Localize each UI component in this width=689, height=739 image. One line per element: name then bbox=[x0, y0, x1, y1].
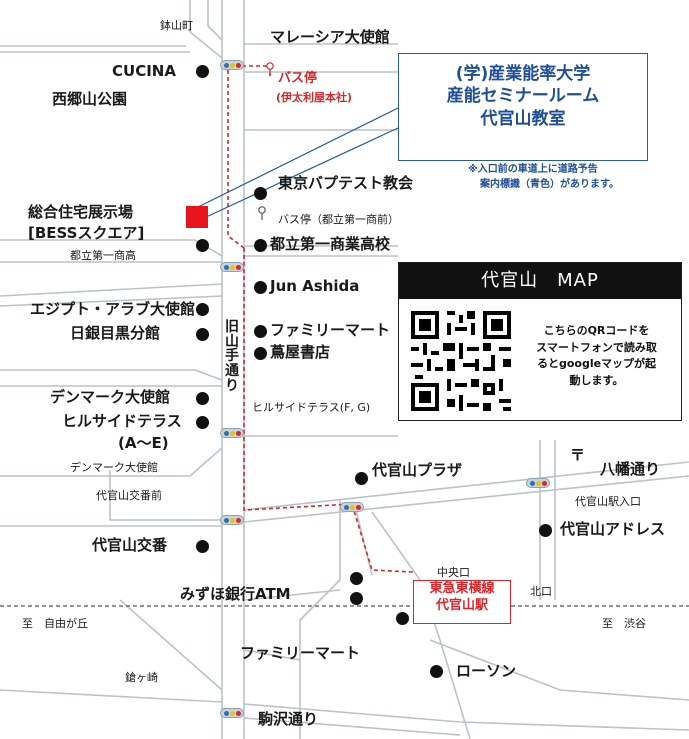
label-hachiman-street: 八幡通り bbox=[600, 460, 661, 478]
qr-panel-title: 代官山 MAP bbox=[399, 263, 681, 299]
qr-map-panel: 代官山 MAP こちらのQRコードを bbox=[398, 262, 682, 421]
label-daikanyama-koban: 代官山交番 bbox=[92, 536, 168, 554]
label-kagizaki: 鎗ヶ崎 bbox=[125, 671, 158, 684]
marker-daiichi-hs bbox=[254, 239, 267, 252]
station-daikanyama: 東急東横線 代官山駅 bbox=[413, 580, 511, 624]
label-daiichi-commercial-hs: 都立第一商業高校 bbox=[270, 235, 391, 253]
label-denmark-signal: デンマーク大使館 bbox=[70, 461, 158, 474]
label-jun-ashida: Jun Ashida bbox=[270, 277, 360, 295]
label-mizuho-atm: みずほ銀行ATM bbox=[180, 585, 291, 603]
bus-stop-icon bbox=[258, 206, 266, 220]
traffic-signal-icon bbox=[220, 515, 244, 525]
label-to-shibuya: 至 渋谷 bbox=[602, 617, 646, 630]
marker-koban bbox=[196, 540, 209, 553]
callout-school-name: (学)産業能率大学 bbox=[455, 64, 591, 84]
label-to-jiyugaoka: 至 自由が丘 bbox=[22, 617, 88, 630]
label-daikanyama-plaza: 代官山プラザ bbox=[372, 461, 463, 479]
qr-text-4: 動します。 bbox=[569, 373, 624, 387]
marker-familymart-1 bbox=[254, 325, 267, 338]
label-bess-2: [BESSスクエア] bbox=[28, 224, 145, 242]
traffic-signal-icon bbox=[220, 262, 244, 272]
qr-code-icon[interactable] bbox=[411, 311, 511, 411]
marker-daikanyama-plaza bbox=[355, 472, 368, 485]
marker-tsutaya bbox=[254, 347, 267, 360]
label-hillside-terrace-fg: ヒルサイドテラス(F, G) bbox=[252, 401, 371, 414]
traffic-signal-icon bbox=[340, 502, 364, 512]
label-bus-stop-itariya: バス停 bbox=[278, 71, 318, 86]
label-chuo-guchi: 中央口 bbox=[437, 566, 470, 579]
label-komazawa-dori: 駒沢通り bbox=[258, 710, 319, 728]
label-egypt-embassy: エジプト・アラブ大使館 bbox=[30, 300, 196, 318]
marker-hillside-terrace bbox=[196, 416, 209, 429]
destination-building-icon bbox=[186, 206, 208, 228]
label-daikanyama-eki-iriguchi: 代官山駅入口 bbox=[575, 495, 641, 508]
callout-classroom-name: 代官山教室 bbox=[480, 108, 566, 129]
label-tsutaya: 蔦屋書店 bbox=[270, 343, 331, 361]
label-tokyo-baptist-church: 東京バプテスト教会 bbox=[278, 174, 414, 192]
traffic-signal-icon bbox=[220, 60, 244, 70]
note-line-1: ※入口前の車道上に道路予告 bbox=[468, 164, 598, 175]
marker-station-south bbox=[396, 612, 409, 625]
marker-cucina bbox=[196, 65, 209, 78]
bus-stop-icon bbox=[266, 62, 274, 76]
label-lawson: ローソン bbox=[456, 662, 517, 680]
label-koban-mae-signal: 代官山交番前 bbox=[96, 489, 162, 502]
marker-bess bbox=[196, 239, 209, 252]
marker-denmark-embassy bbox=[196, 392, 209, 405]
marker-baptist-church bbox=[254, 187, 267, 200]
label-hachiyamacho: 鉢山町 bbox=[160, 19, 193, 32]
road-sign-note: ※入口前の車道上に道路予告 案内標識（青色）があります。 bbox=[468, 162, 668, 192]
note-line-2: 案内標識（青色）があります。 bbox=[480, 179, 619, 190]
traffic-signal-icon bbox=[220, 428, 244, 438]
label-bus-stop-daiichisho: バス停（都立第一商前） bbox=[278, 213, 399, 226]
station-line-name: 東急東横線 bbox=[429, 581, 495, 596]
callout-room-name: 産能セミナールーム bbox=[446, 86, 600, 107]
label-nichigin: 日銀目黒分館 bbox=[70, 324, 161, 342]
station-name: 代官山駅 bbox=[435, 597, 488, 613]
marker-lawson bbox=[430, 665, 443, 678]
label-cucina: CUCINA bbox=[112, 62, 176, 80]
label-kyu-yamate-dori: 旧山手通り bbox=[225, 319, 239, 394]
marker-mizuho-1 bbox=[350, 572, 363, 585]
traffic-signal-icon bbox=[220, 708, 244, 718]
marker-mizuho-2 bbox=[350, 592, 363, 605]
label-bus-stop-itariya-sub: (伊太利屋本社) bbox=[276, 91, 353, 104]
label-hachiman-dori: 〒 bbox=[570, 446, 586, 464]
destination-callout: (学)産業能率大学 産能セミナールーム 代官山教室 bbox=[398, 53, 648, 161]
marker-daikanyama-address bbox=[539, 524, 552, 537]
qr-instructions: こちらのQRコードを スマートフォンで読み取 るとgoogleマップが起 動しま… bbox=[519, 323, 674, 389]
marker-jun-ashida bbox=[254, 281, 267, 294]
marker-nichigin bbox=[196, 328, 209, 341]
label-daiichisho-signal: 都立第一商高 bbox=[70, 249, 136, 262]
label-hillside-terrace-ae: (A～E) bbox=[118, 434, 169, 452]
label-kita-guchi: 北口 bbox=[530, 585, 552, 598]
label-familymart-1: ファミリーマート bbox=[270, 321, 391, 339]
qr-text-3: るとgoogleマップが起 bbox=[536, 357, 657, 370]
label-bess-1: 総合住宅展示場 bbox=[28, 203, 134, 221]
label-daikanyama-address: 代官山アドレス bbox=[560, 520, 666, 538]
marker-egypt-embassy bbox=[196, 303, 209, 316]
label-saigoyama-park: 西郷山公園 bbox=[52, 90, 128, 108]
qr-text-1: こちらのQRコードを bbox=[543, 324, 650, 337]
label-denmark-embassy: デンマーク大使館 bbox=[50, 388, 171, 406]
qr-text-2: スマートフォンで読み取 bbox=[536, 340, 657, 354]
label-hillside-terrace: ヒルサイドテラス bbox=[62, 412, 182, 430]
label-familymart-2: ファミリーマート bbox=[240, 644, 361, 662]
label-malaysia-embassy: マレーシア大使館 bbox=[270, 28, 390, 46]
traffic-signal-icon bbox=[526, 478, 550, 488]
